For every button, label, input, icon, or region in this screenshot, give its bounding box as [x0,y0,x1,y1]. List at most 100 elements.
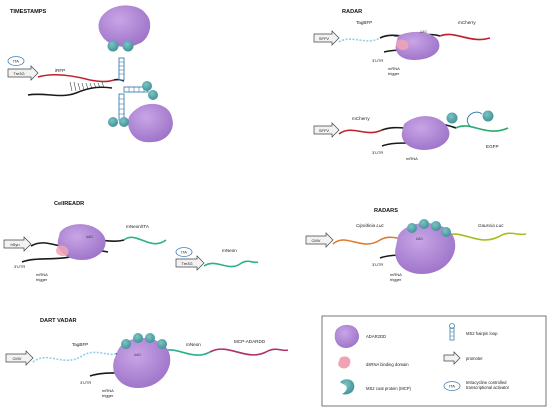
utr-label: 3'UTR [372,262,383,267]
mcp-icon [446,112,458,124]
uag-label: UAG [86,235,93,239]
trigger-label-line: trigger [390,277,402,282]
trigger-label-line: mRNA [388,66,400,71]
uag-label: UAG [416,237,423,241]
promoter-arrow-icon: CMV [305,232,334,248]
mcp-icon [340,379,355,395]
mcp-icon [133,333,143,343]
dsrbd-icon [56,245,69,257]
legend-tta-icon-label: tTA [449,384,455,389]
mcp-icon [121,339,131,349]
panel-title-timestamps: TIMESTAMPS [10,9,47,15]
ms2-hairpin-icon [118,93,125,121]
mcp-icon [119,117,129,127]
utr-label: 3'UTR [372,58,383,63]
gene-label-gaussia-luc: Gaussia Luc [478,223,504,228]
trigger-label-line: mRNA [102,388,114,393]
ms2-hairpin-icon [118,57,125,81]
panel-title-dart-vadar: DART VADAR [40,318,77,324]
gene-label-irfp: iRFP [55,68,65,73]
ms2-hairpin-icon [466,111,483,127]
utr-label: 3'UTR [372,150,383,155]
uag-label: UAG [134,353,141,357]
gene-label-mneon-tta: mNeon/tTA [126,224,150,229]
trigger-label-line: trigger [102,393,114,398]
panel-cellreadr: CellREADR hSyn UAG mNeon/tTA 3'UTR mRNA … [3,201,259,282]
adar-enzyme-icon [98,5,151,47]
rna-strand-mcherry [338,129,383,135]
panel-title-radars: RADARS [374,208,398,214]
promoter-label-cmv: CMV [312,238,321,243]
trigger-label: mRNA trigger [388,66,401,76]
adar-enzyme-icon [113,338,171,388]
gene-label-tagbfp: TagBFP [356,20,372,25]
panel-timestamps: TIMESTAMPS tTA Tre3G iRFP [7,5,173,143]
promoter-label-sffv: SFFV [319,36,330,41]
promoter-arrow-icon: Tre3G [175,255,205,271]
mcp-icon [148,90,158,100]
gene-label-mcp-adardd: MCP-ADARDD [234,339,266,344]
promoter-label-cmv: CMV [13,356,22,361]
legend: ADAR2DD dsRNA binding domain MS2 coat pr… [321,315,547,407]
panel-radars: RADARS CMV Cipridinia Luc Gaussia Luc UA… [305,208,527,282]
rna-strand-mneon [123,236,167,245]
trigger-label: mRNA trigger [102,388,115,398]
promoter-arrow-icon: hSyn [3,236,32,252]
legend-label-adar: ADAR2DD [366,334,386,339]
uag-label: UAG [420,30,427,34]
gene-label-cipridinia-luc: Cipridinia Luc [356,223,385,228]
mrna-label: mRNA [406,156,418,161]
mcp-icon [108,117,118,127]
promoter-arrow-icon: SFFV [313,30,340,46]
ms2-hairpin-icon [449,323,455,341]
mcp-icon [431,221,441,231]
adar-enzyme-icon [401,116,450,150]
legend-label-promoter: promoter [466,356,483,361]
mcp-icon [107,40,119,52]
rna-strand-gaussia [445,232,527,241]
dsrbd-icon [338,356,351,369]
legend-label-hairpin: MS2 hairpin loop [466,331,498,336]
trigger-label: mRNA trigger [36,272,49,282]
adar-enzyme-icon [395,31,440,60]
dsrbd-icon [396,39,409,51]
legend-box [321,315,547,407]
legend-label-dsrbd: dsRNA binding domain [366,362,409,367]
promoter-arrow-icon: Tre3G [7,65,39,81]
trigger-label-line: mRNA [390,272,402,277]
tta-label: tTA [181,250,187,255]
tta-icon: tTA [7,56,25,66]
trigger-label-line: mRNA [36,272,48,277]
legend-label-tta-line: tetracycline controlled [466,380,507,385]
mcp-icon [145,333,155,343]
promoter-arrow-icon: CMV [5,350,34,366]
rna-strand-irfp [37,73,115,83]
trigger-strand [27,86,113,97]
promoter-arrow-icon: SFFV [313,122,340,138]
gene-label-mneon: mNeon [186,342,201,347]
rna-strand-mneon [203,260,259,268]
adar-enzyme-icon [334,324,360,348]
mcp-icon [122,40,134,52]
trigger-label-line: trigger [388,71,400,76]
rna-strand-egfp [455,125,509,132]
trigger-label: mRNA trigger [390,272,403,282]
legend-label-mcp: MS2 coat protein (MCP) [366,386,412,391]
utr-label: 3'UTR [80,380,91,385]
promoter-label-tre3g: Tre3G [13,71,24,76]
rna-strand-mcherry [439,33,491,41]
promoter-arrow-icon [443,351,461,365]
base-pairs [69,81,105,92]
trigger-label-line: trigger [36,277,48,282]
tta-icon: tTA [443,381,461,391]
mcp-icon [142,81,152,91]
promoter-label-sffv: SFFV [319,128,330,133]
legend-label-tta: tetracycline controlled transcriptional … [466,380,510,390]
promoter-label-tre3g: Tre3G [181,261,192,266]
gene-label-mcherry: mCherry [352,116,370,121]
tta-label: tTA [13,59,19,64]
promoter-label-hsyn: hSyn [10,242,19,247]
adar-enzyme-icon [57,224,106,260]
